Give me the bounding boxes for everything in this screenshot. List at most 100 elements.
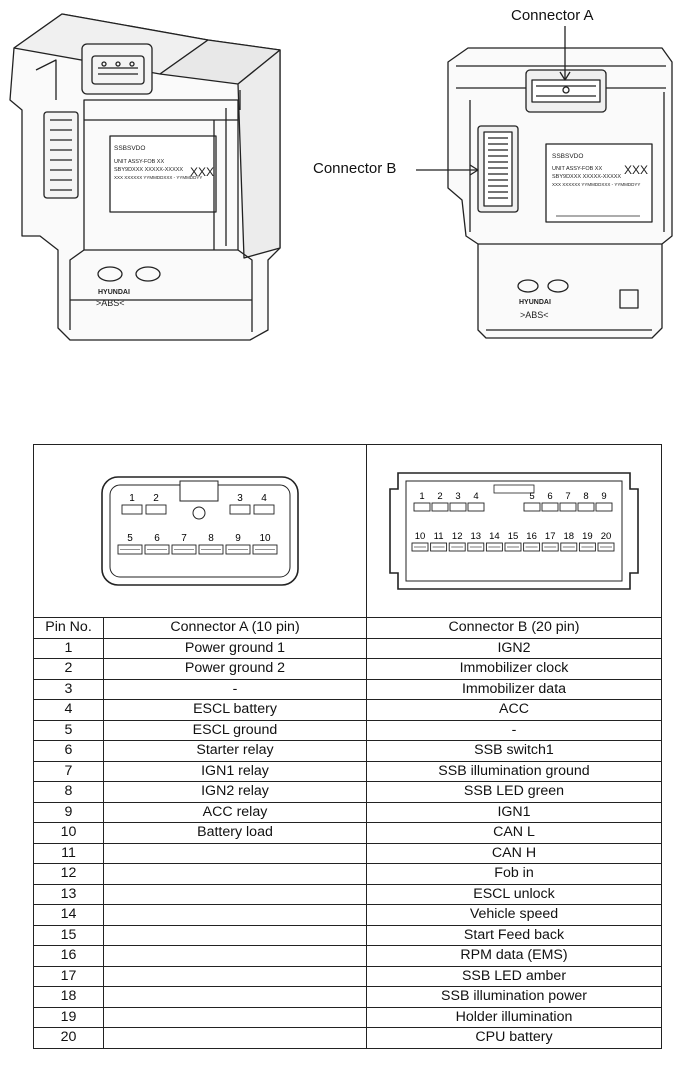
pin-number: 16 [33,945,104,967]
connector-a-signal: ACC relay [103,801,367,823]
pin-label: 3 [455,491,460,502]
label-unit-left: UNIT ASSY-FOB XX [114,159,164,165]
label-date-left: XXX XXXXXX YYMMDDXXX - YYMMDDYY [114,175,202,180]
pin-label: 9 [601,491,606,502]
label-date-right: XXX XXXXXX YYMMDDXXX - YYMMDDYY [552,182,640,187]
pin-cavity [145,504,167,515]
label-brand-right: HYUNDAI [519,299,551,306]
label-maker-right: SSBSVDO [552,153,583,160]
connector-b-signal: SSB LED green [366,781,662,803]
label-code-left: XXX [190,165,214,179]
pin-number: 12 [33,863,104,885]
pin-label: 2 [153,493,159,504]
pin-number: 19 [33,1006,104,1028]
connector-b-signal: RPM data (EMS) [366,945,662,967]
connector-a-signal [103,965,367,987]
pin-number: 18 [33,986,104,1008]
connector-a-signal [103,883,367,905]
pin-label: 1 [419,491,424,502]
pin-number: 11 [33,842,104,864]
pin-label: 20 [601,531,612,542]
connector-a-signal [103,904,367,926]
label-material-right: >ABS< [520,310,549,320]
header-pin-no: Pin No. [33,617,104,639]
label-brand-left: HYUNDAI [98,289,130,296]
pin-label: 9 [235,533,241,544]
module-illustrations: SSBSVDO UNIT ASSY-FOB XX SBY9DXXX XXXXX-… [9,13,673,341]
pin-cavity [413,502,431,512]
pin-number: 15 [33,924,104,946]
pin-label: 6 [547,491,552,502]
pin-label: 18 [564,531,575,542]
connector-b-signal: IGN2 [366,637,662,659]
pin-cavity [541,502,559,512]
module-front-view [447,47,673,339]
pin-label: 14 [489,531,500,542]
pin-cavity [595,502,613,512]
label-code-right: XXX [624,163,648,177]
connector-a-signal: Power ground 2 [103,658,367,680]
pin-label: 1 [129,493,135,504]
pin-label: 4 [261,493,267,504]
pin-number: 13 [33,883,104,905]
connector-b-signal: Start Feed back [366,924,662,946]
pin-number: 5 [33,719,104,741]
header-connector-a: Connector A (10 pin) [103,617,367,639]
pin-cavity [253,504,275,515]
pin-number: 3 [33,678,104,700]
module-iso-view [9,13,281,341]
pin-label: 8 [208,533,214,544]
connector-b-signal: Vehicle speed [366,904,662,926]
pin-cavity [577,502,595,512]
connector-b-signal: IGN1 [366,801,662,823]
pin-label: 12 [452,531,463,542]
pin-number: 6 [33,740,104,762]
connector-b-signal: Immobilizer data [366,678,662,700]
connector-b-signal: CAN L [366,822,662,844]
connector-a-signal [103,842,367,864]
pin-label: 17 [545,531,556,542]
table-row: 16 RPM data (EMS) [33,945,662,967]
label-part-right: SBY9DXXX XXXXX-XXXXX [552,174,621,180]
pin-number: 17 [33,965,104,987]
connector-a-signal: Battery load [103,822,367,844]
pin-number: 10 [33,822,104,844]
pin-number: 9 [33,801,104,823]
pin-label: 7 [181,533,187,544]
label-maker-left: SSBSVDO [114,145,145,152]
connector-b-signal: Immobilizer clock [366,658,662,680]
table-row: 15 Start Feed back [33,924,662,946]
table-row: 3-Immobilizer data [33,678,662,700]
pin-cavity [467,502,485,512]
pin-label: 4 [473,491,478,502]
pin-label: 10 [259,533,271,544]
pin-label: 5 [529,491,534,502]
pin-label: 2 [437,491,442,502]
pin-cavity [431,502,449,512]
connector-b-signal: Fob in [366,863,662,885]
connector-b-signal: ACC [366,699,662,721]
pin-number: 2 [33,658,104,680]
connector-a-callout: Connector A [511,7,594,24]
table-row: 12 Fob in [33,863,662,885]
pin-label: 6 [154,533,160,544]
pin-label: 11 [434,531,444,542]
pin-label: 8 [583,491,588,502]
connector-a-signal: Power ground 1 [103,637,367,659]
pin-cavity [523,502,541,512]
pin-label: 3 [237,493,243,504]
connector-a-signal [103,1027,367,1049]
